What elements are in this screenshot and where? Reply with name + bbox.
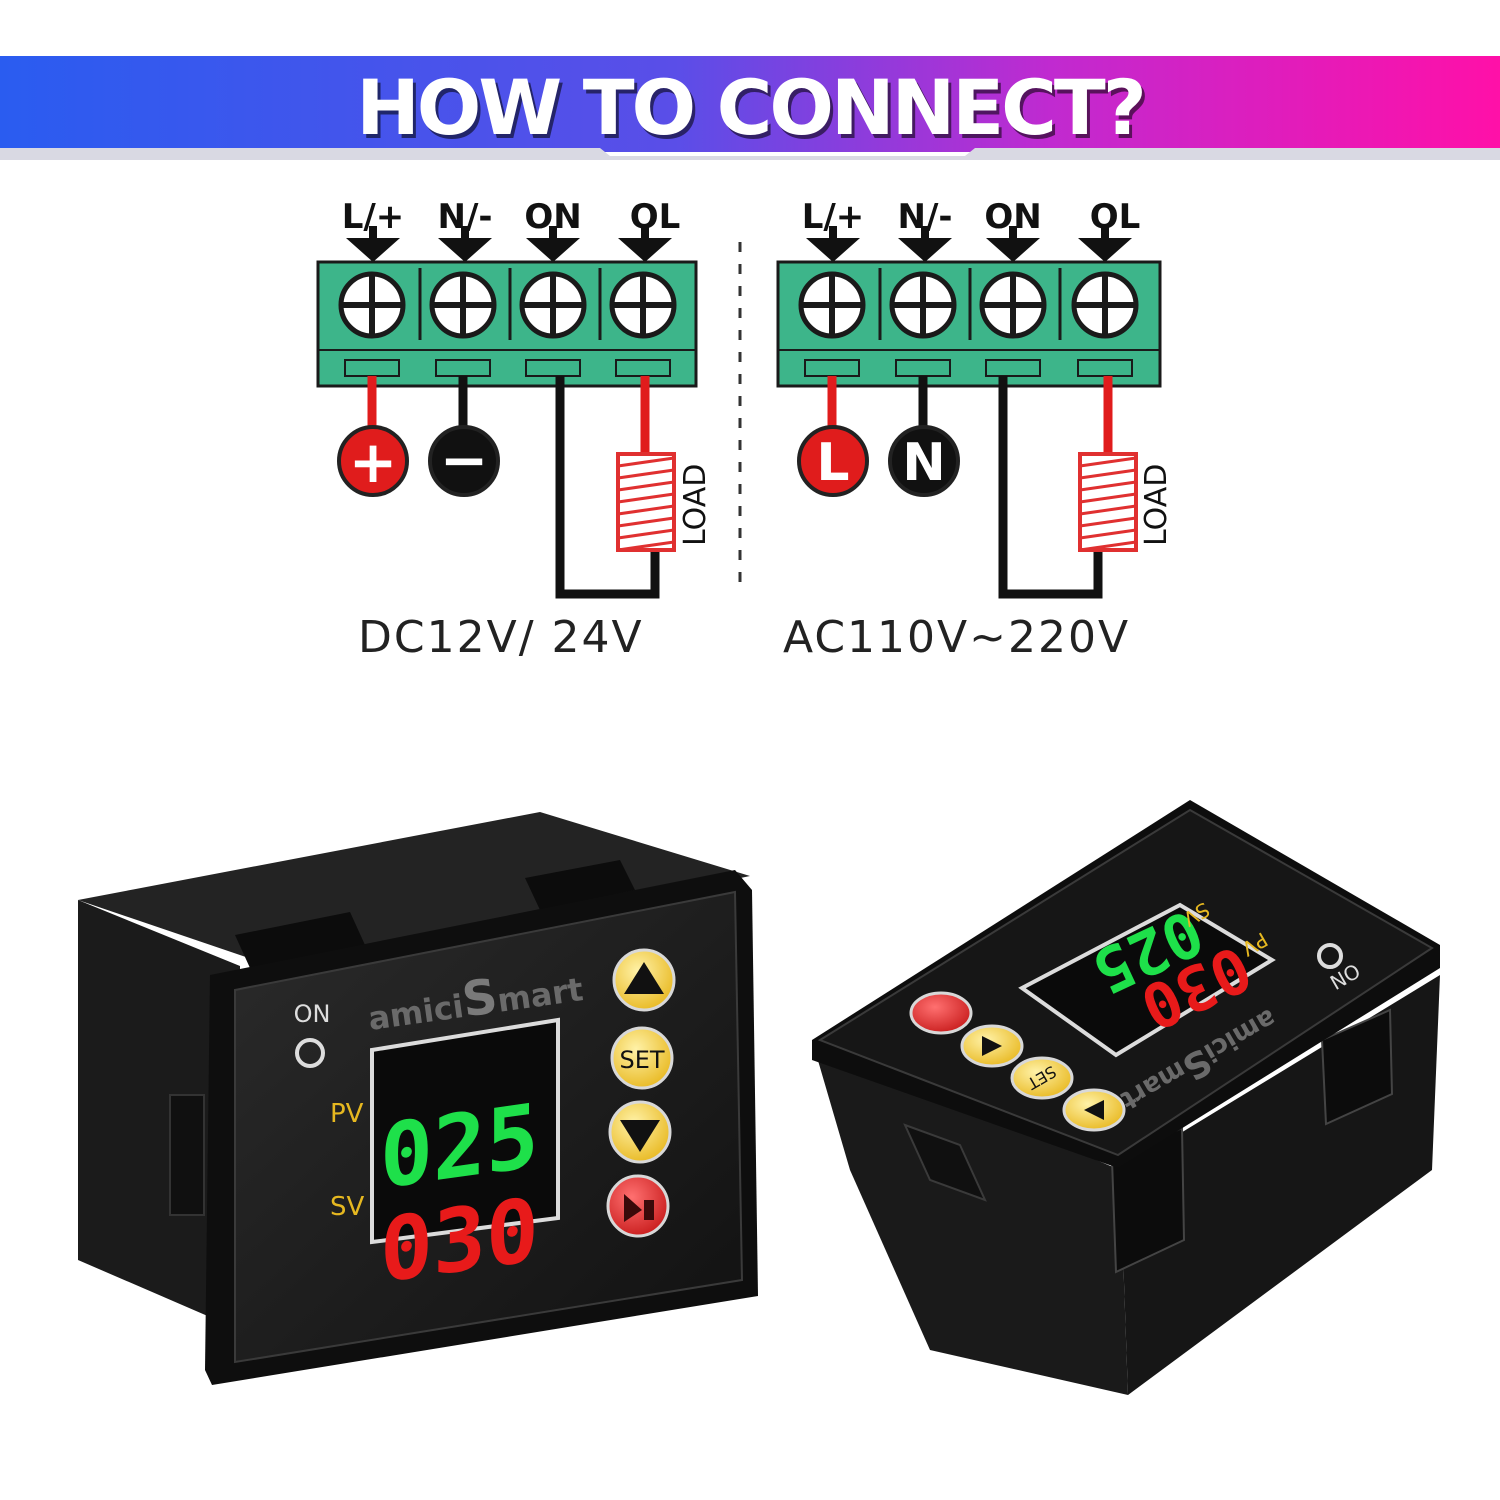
front-sv-label: SV (330, 1192, 365, 1222)
arrow-right-icon (982, 1036, 1002, 1056)
arrow-down-icon (620, 1120, 660, 1152)
positive-source-icon (337, 425, 409, 497)
banner: HOW TO CONNECT? (0, 56, 1500, 160)
arrow-left-icon (1084, 1100, 1104, 1120)
angled-display (1018, 902, 1276, 1058)
set-button[interactable] (610, 1026, 674, 1090)
power-indicator-icon (1317, 943, 1343, 969)
load-coil-icon (616, 452, 676, 552)
ac-load-label: LOAD (1139, 464, 1174, 546)
banner-background (0, 56, 1500, 160)
ac-diagram: L/+ N/- ON OL L N (776, 197, 1174, 599)
angled-set-button[interactable] (1010, 1056, 1074, 1100)
dc-source-negative: − (440, 426, 489, 494)
wiring-diagrams: L/+ N/- ON OL + − (316, 197, 1174, 599)
load-coil-icon (1078, 452, 1138, 552)
ac-source-neutral: N (902, 433, 946, 493)
device-angled: 025 030 SV PV ON amiciSmart SET (812, 800, 1440, 1395)
device-front: ON amiciSmart PV SV 025 030 SET (78, 812, 758, 1385)
dc-terminal-label-4: OL (630, 197, 681, 237)
front-on-label: ON (294, 1000, 331, 1028)
front-display (370, 1017, 560, 1245)
front-sv-value: 030 (380, 1178, 539, 1303)
play-pause-icon (624, 1194, 654, 1222)
arrow-up-icon (624, 962, 664, 994)
banner-title: HOW TO CONNECT? (356, 63, 1147, 152)
ac-voltage-label: AC110V~220V (783, 612, 1131, 663)
dc-source-positive: + (349, 428, 398, 496)
ac-source-line: L (816, 433, 849, 493)
negative-source-icon (428, 425, 500, 497)
angled-run-stop-button[interactable] (909, 991, 973, 1035)
front-set-label: SET (619, 1046, 664, 1074)
dc-voltage-label: DC12V/ 24V (358, 612, 644, 663)
power-indicator-icon (295, 1038, 325, 1068)
front-pv-label: PV (330, 1099, 364, 1129)
ac-terminal-label-4: OL (1090, 197, 1141, 237)
line-source-icon (797, 425, 869, 497)
dc-load-label: LOAD (678, 464, 713, 546)
front-pv-value: 025 (380, 1084, 539, 1209)
neutral-source-icon (888, 425, 960, 497)
run-stop-button[interactable] (606, 1174, 670, 1238)
dc-diagram: L/+ N/- ON OL + − (316, 197, 713, 599)
